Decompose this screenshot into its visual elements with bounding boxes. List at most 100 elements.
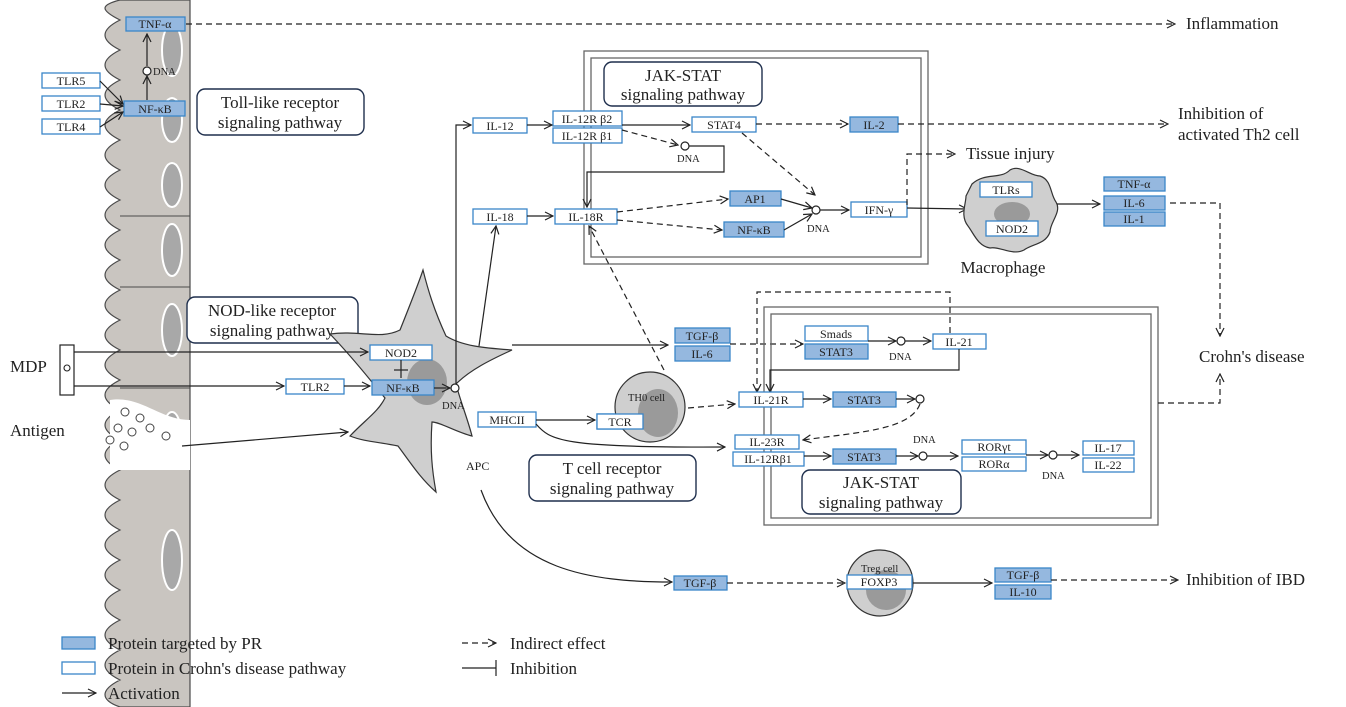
svg-text:RORγt: RORγt <box>977 440 1011 454</box>
svg-text:TGF-β: TGF-β <box>686 329 719 343</box>
svg-text:TLR2: TLR2 <box>301 380 330 394</box>
svg-text:STAT3: STAT3 <box>847 393 881 407</box>
svg-text:IL-6: IL-6 <box>691 347 712 361</box>
tcr-box-front: TCR <box>596 413 644 430</box>
svg-text:IL-17: IL-17 <box>1094 441 1121 455</box>
svg-text:Antigen: Antigen <box>10 421 65 440</box>
svg-text:Indirect effect: Indirect effect <box>510 634 606 653</box>
svg-text:Inflammation: Inflammation <box>1186 14 1279 33</box>
svg-text:NF-κB: NF-κB <box>737 223 770 237</box>
svg-text:STAT4: STAT4 <box>707 118 741 132</box>
svg-text:TLR5: TLR5 <box>57 74 86 88</box>
svg-text:TGF-β: TGF-β <box>684 576 717 590</box>
svg-text:STAT3: STAT3 <box>847 450 881 464</box>
macrophage-cell <box>963 167 1059 253</box>
il18-box: IL-18 <box>472 208 528 225</box>
legend-pathway: Protein in Crohn's disease pathway <box>61 659 347 678</box>
svg-text:TLRs: TLRs <box>992 183 1020 197</box>
svg-text:IL-2: IL-2 <box>863 118 884 132</box>
apc-nfkb: NF-κB <box>371 379 435 396</box>
svg-text:IL-23R: IL-23R <box>749 435 784 449</box>
gut-tlr5: TLR5 <box>41 72 101 89</box>
legend: Protein targeted by PR Protein in Crohn'… <box>61 634 606 703</box>
svg-text:MDP: MDP <box>10 357 47 376</box>
svg-text:TCR: TCR <box>608 415 631 429</box>
jak-stat-top-label: JAK-STAT signaling pathway <box>603 61 763 107</box>
il1-out: IL-1 <box>1103 211 1166 227</box>
il10-out: IL-10 <box>994 584 1052 600</box>
ifn-gamma-box: IFN-γ <box>850 201 908 218</box>
ap1-box: AP1 <box>729 190 782 207</box>
il6-out: IL-6 <box>1103 195 1166 211</box>
gut-tnf-alpha: TNF-α <box>125 16 186 32</box>
il12rb1-top-box: IL-12R β1 <box>552 127 623 144</box>
svg-text:IL-21R: IL-21R <box>753 393 788 407</box>
mhcii-box: MHCII <box>477 411 537 428</box>
svg-text:activated Th2 cell: activated Th2 cell <box>1178 125 1300 144</box>
stat3-a-box: STAT3 <box>804 343 869 360</box>
svg-text:TNF-α: TNF-α <box>1118 177 1152 191</box>
legend-targeted: Protein targeted by PR <box>61 634 263 653</box>
il12-box: IL-12 <box>472 117 528 134</box>
svg-text:Activation: Activation <box>108 684 180 703</box>
svg-text:MHCII: MHCII <box>489 413 524 427</box>
svg-text:NOD-like receptor: NOD-like receptor <box>208 301 336 320</box>
svg-text:Macrophage: Macrophage <box>961 258 1046 277</box>
stat4-box: STAT4 <box>691 116 757 133</box>
il12rb2-box: IL-12R β2 <box>552 110 623 127</box>
svg-text:Treg cell: Treg cell <box>861 564 898 575</box>
svg-text:Protein targeted by PR: Protein targeted by PR <box>108 634 263 653</box>
tgfb-out: TGF-β <box>994 567 1052 583</box>
svg-text:TH0 cell: TH0 cell <box>628 393 665 404</box>
svg-text:Tissue injury: Tissue injury <box>966 144 1055 163</box>
stat3-c-box: STAT3 <box>832 448 897 465</box>
svg-text:APC: APC <box>466 459 489 473</box>
intestinal-epithelium <box>104 0 191 707</box>
svg-text:JAK-STAT: JAK-STAT <box>645 66 722 85</box>
tgfb-low: TGF-β <box>673 575 728 591</box>
svg-text:NOD2: NOD2 <box>385 346 417 360</box>
smads-box: Smads <box>804 325 869 342</box>
svg-text:IL-6: IL-6 <box>1123 196 1144 210</box>
svg-text:signaling pathway: signaling pathway <box>621 85 746 104</box>
legend-indirect: Indirect effect <box>462 634 606 653</box>
svg-text:IL-1: IL-1 <box>1123 212 1144 226</box>
jak-stat-bottom-label: JAK-STAT signaling pathway <box>801 469 962 515</box>
toll-like-pathway-label: Toll-like receptor signaling pathway <box>196 88 365 136</box>
il23r-box: IL-23R <box>734 434 800 450</box>
svg-text:T cell receptor: T cell receptor <box>563 459 662 478</box>
svg-text:AP1: AP1 <box>744 192 765 206</box>
macro-nod2: NOD2 <box>985 220 1039 237</box>
svg-text:Inhibition of IBD: Inhibition of IBD <box>1186 570 1305 589</box>
il21-box: IL-21 <box>932 333 987 350</box>
svg-text:Smads: Smads <box>820 327 852 341</box>
svg-text:IL-18: IL-18 <box>486 210 513 224</box>
svg-text:IL-12Rβ1: IL-12Rβ1 <box>744 452 791 466</box>
nod-like-pathway-label: NOD-like receptor signaling pathway <box>186 296 359 344</box>
th0-cell <box>614 371 686 443</box>
nfkb-jak-box: NF-κB <box>723 221 785 238</box>
svg-text:DNA: DNA <box>1042 471 1065 482</box>
svg-text:signaling pathway: signaling pathway <box>218 113 343 132</box>
svg-text:IL-12: IL-12 <box>486 119 513 133</box>
svg-text:Protein in Crohn's disease pat: Protein in Crohn's disease pathway <box>108 659 347 678</box>
svg-text:JAK-STAT: JAK-STAT <box>843 473 920 492</box>
svg-text:DNA: DNA <box>807 224 830 235</box>
il17-box: IL-17 <box>1082 440 1135 456</box>
t-cell-receptor-pathway-label: T cell receptor signaling pathway <box>528 454 697 502</box>
svg-text:Toll-like receptor: Toll-like receptor <box>221 93 340 112</box>
gut-tlr4: TLR4 <box>41 118 101 135</box>
svg-text:Crohn's disease: Crohn's disease <box>1199 347 1305 366</box>
foxp3-box: FOXP3 <box>846 574 913 590</box>
svg-text:RORα: RORα <box>979 457 1011 471</box>
tnf-alpha-out: TNF-α <box>1103 176 1166 192</box>
il6-mid: IL-6 <box>674 345 731 362</box>
svg-text:NF-κB: NF-κB <box>138 102 171 116</box>
svg-text:signaling pathway: signaling pathway <box>210 321 335 340</box>
il12rb1-low-box: IL-12Rβ1 <box>732 451 805 467</box>
svg-text:STAT3: STAT3 <box>819 345 853 359</box>
gut-nfkb: NF-κB <box>123 100 186 117</box>
svg-text:IL-22: IL-22 <box>1094 458 1121 472</box>
stat3-b-box: STAT3 <box>832 391 897 408</box>
il21r-box: IL-21R <box>738 391 804 408</box>
